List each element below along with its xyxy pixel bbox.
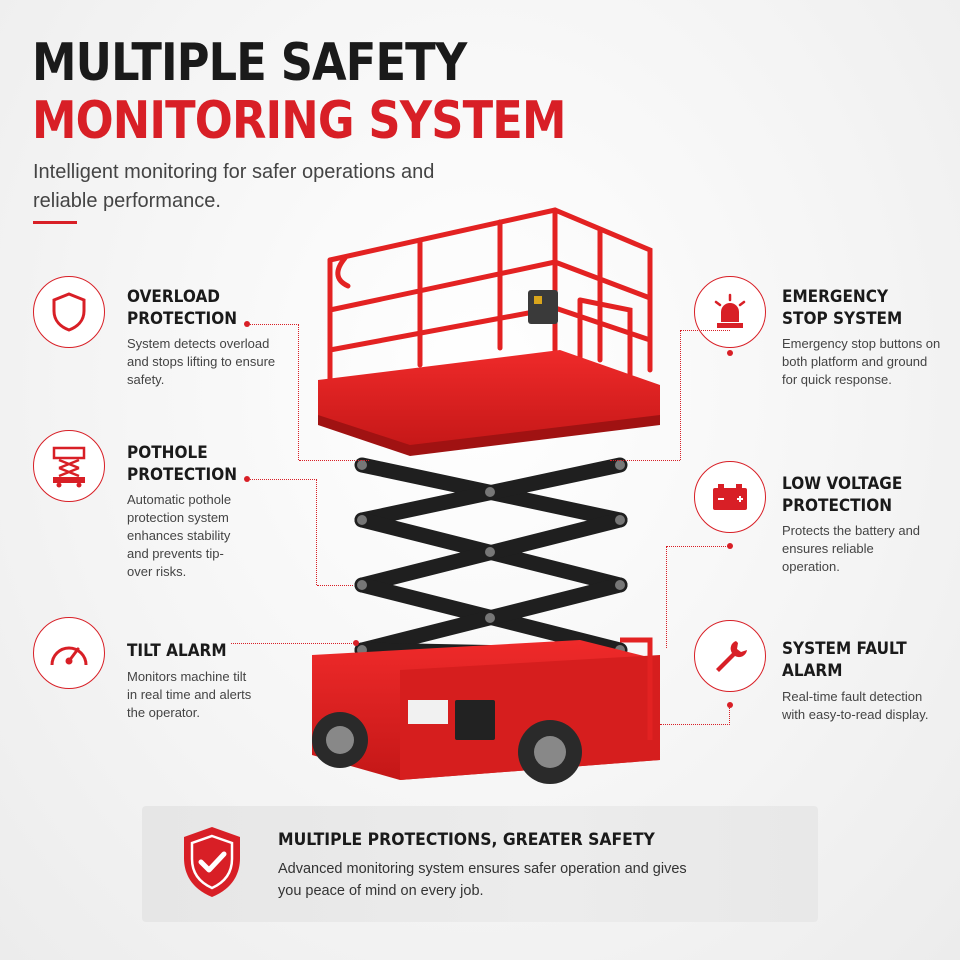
overload-title: OVERLOAD PROTECTION bbox=[127, 287, 238, 329]
tilt-icon-badge bbox=[33, 617, 105, 689]
tilt-leader-line bbox=[231, 643, 356, 644]
overload-icon-badge bbox=[33, 276, 105, 348]
emergency-leader-line bbox=[680, 330, 730, 460]
scissor-lift-image bbox=[312, 207, 660, 784]
low-voltage-title: LOW VOLTAGE PROTECTION bbox=[782, 474, 903, 516]
title-divider bbox=[33, 221, 77, 224]
wrench-icon bbox=[716, 641, 747, 672]
low-voltage-leader-dot bbox=[727, 543, 733, 549]
fault-icon-badge bbox=[694, 620, 766, 692]
overload-leader-line bbox=[247, 324, 299, 460]
banner-title: MULTIPLE PROTECTIONS, GREATER SAFETY bbox=[278, 830, 655, 850]
overload-leader-line-end bbox=[299, 460, 369, 461]
low-voltage-icon-badge bbox=[694, 461, 766, 533]
tilt-leader-dot bbox=[353, 640, 359, 646]
emergency-title: EMERGENCY STOP SYSTEM bbox=[782, 287, 903, 329]
overload-leader-dot bbox=[244, 321, 250, 327]
pothole-leader-line bbox=[247, 479, 317, 585]
gauge-icon bbox=[50, 646, 88, 666]
pothole-icon-badge bbox=[33, 430, 105, 502]
pothole-title: POTHOLE PROTECTION bbox=[127, 443, 238, 485]
emergency-leader-line-end bbox=[610, 460, 680, 461]
banner-desc: Advanced monitoring system ensures safer… bbox=[278, 861, 687, 899]
scissor-lift-icon bbox=[52, 446, 86, 488]
tilt-desc: Monitors machine tilt in real time and a… bbox=[127, 669, 252, 720]
title-line-1: MULTIPLE SAFETY bbox=[32, 33, 467, 93]
low-voltage-leader-line bbox=[666, 546, 730, 648]
pothole-leader-dot bbox=[244, 476, 250, 482]
pothole-leader-line-end bbox=[317, 585, 353, 586]
shield-icon bbox=[52, 292, 86, 332]
page-subtitle: Intelligent monitoring for safer operati… bbox=[33, 161, 435, 212]
emergency-desc: Emergency stop buttons on both platform … bbox=[782, 336, 941, 387]
pothole-desc: Automatic pothole protection system enha… bbox=[127, 492, 232, 579]
battery-icon bbox=[713, 484, 747, 510]
fault-leader-dot bbox=[727, 702, 733, 708]
overload-desc: System detects overload and stops liftin… bbox=[127, 336, 276, 387]
tilt-title: TILT ALARM bbox=[127, 641, 227, 661]
shield-check-icon bbox=[184, 827, 240, 897]
emergency-icon-badge bbox=[694, 276, 766, 348]
summary-banner: MULTIPLE PROTECTIONS, GREATER SAFETY Adv… bbox=[142, 806, 818, 922]
title-line-2: MONITORING SYSTEM bbox=[32, 91, 566, 151]
page-title: MULTIPLE SAFETY MONITORING SYSTEM bbox=[32, 34, 566, 150]
low-voltage-desc: Protects the battery and ensures reliabl… bbox=[782, 523, 921, 574]
emergency-leader-dot bbox=[727, 350, 733, 356]
fault-title: SYSTEM FAULT ALARM bbox=[782, 639, 907, 681]
fault-leader-line bbox=[660, 705, 730, 725]
beacon-light-icon bbox=[714, 293, 746, 328]
fault-desc: Real-time fault detection with easy-to-r… bbox=[782, 689, 929, 722]
